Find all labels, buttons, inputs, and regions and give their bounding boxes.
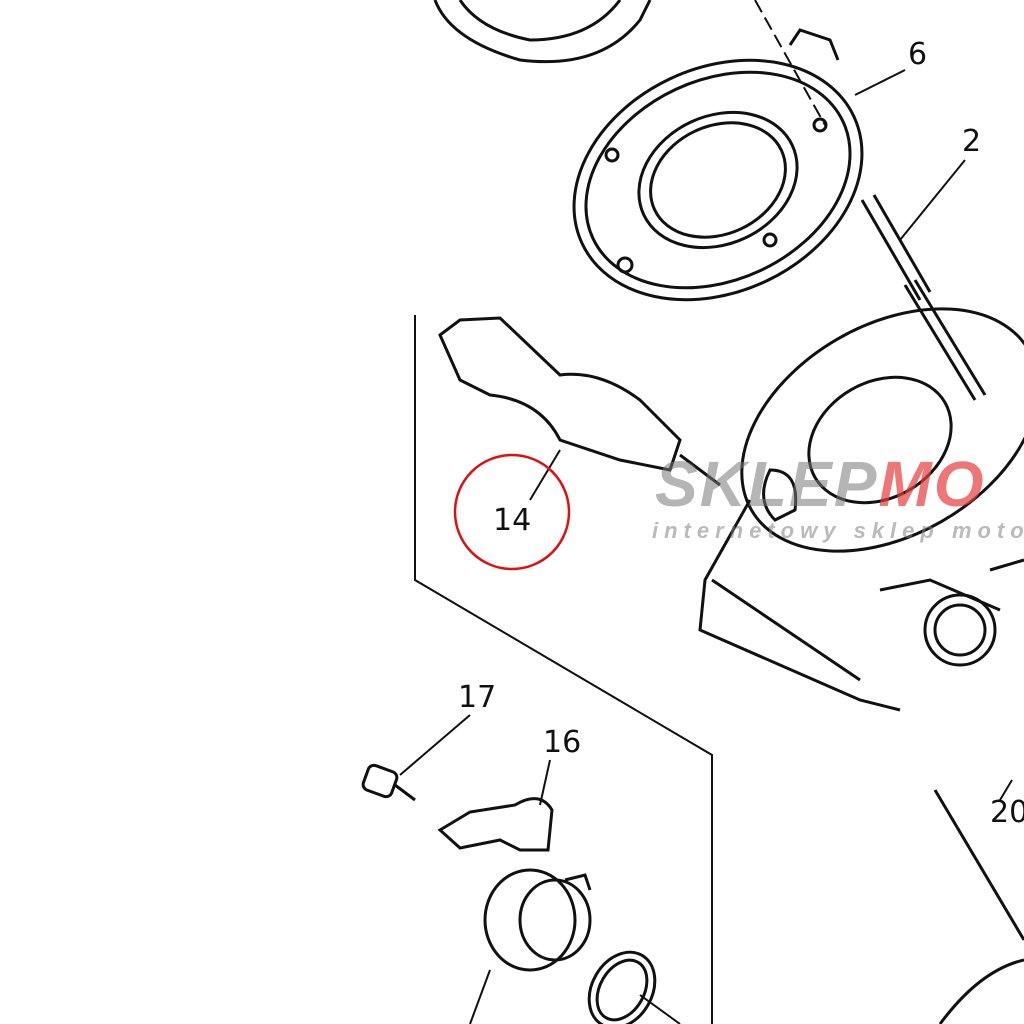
bolt-part bbox=[361, 763, 416, 802]
stud-bolt-part bbox=[860, 194, 987, 401]
part-label-14: 14 bbox=[493, 503, 532, 538]
part-label-20: 20 bbox=[990, 795, 1024, 830]
watermark-tagline: internetowy sklep moto bbox=[652, 518, 1024, 543]
part-label-6: 6 bbox=[908, 37, 928, 72]
watermark-brand: SKLEPMO bbox=[655, 452, 985, 516]
cylinder-part bbox=[698, 307, 1024, 712]
leader-lines bbox=[399, 69, 1013, 1024]
clamp-part bbox=[437, 797, 554, 852]
part-label-16: 16 bbox=[543, 725, 582, 760]
cylinder-head-part bbox=[433, 0, 652, 64]
head-gasket-part bbox=[572, 28, 864, 302]
highlight-circle bbox=[453, 453, 571, 571]
part-label-2: 2 bbox=[962, 124, 982, 159]
hose-joint-part bbox=[483, 868, 592, 972]
watermark-brand-gray: SKLEP bbox=[655, 448, 879, 520]
o-ring-part bbox=[587, 950, 657, 1024]
part-label-17: 17 bbox=[458, 680, 497, 715]
thermo-sensor-part bbox=[438, 316, 721, 487]
watermark-brand-red: MO bbox=[878, 448, 986, 520]
bracket-outline bbox=[414, 315, 713, 1024]
